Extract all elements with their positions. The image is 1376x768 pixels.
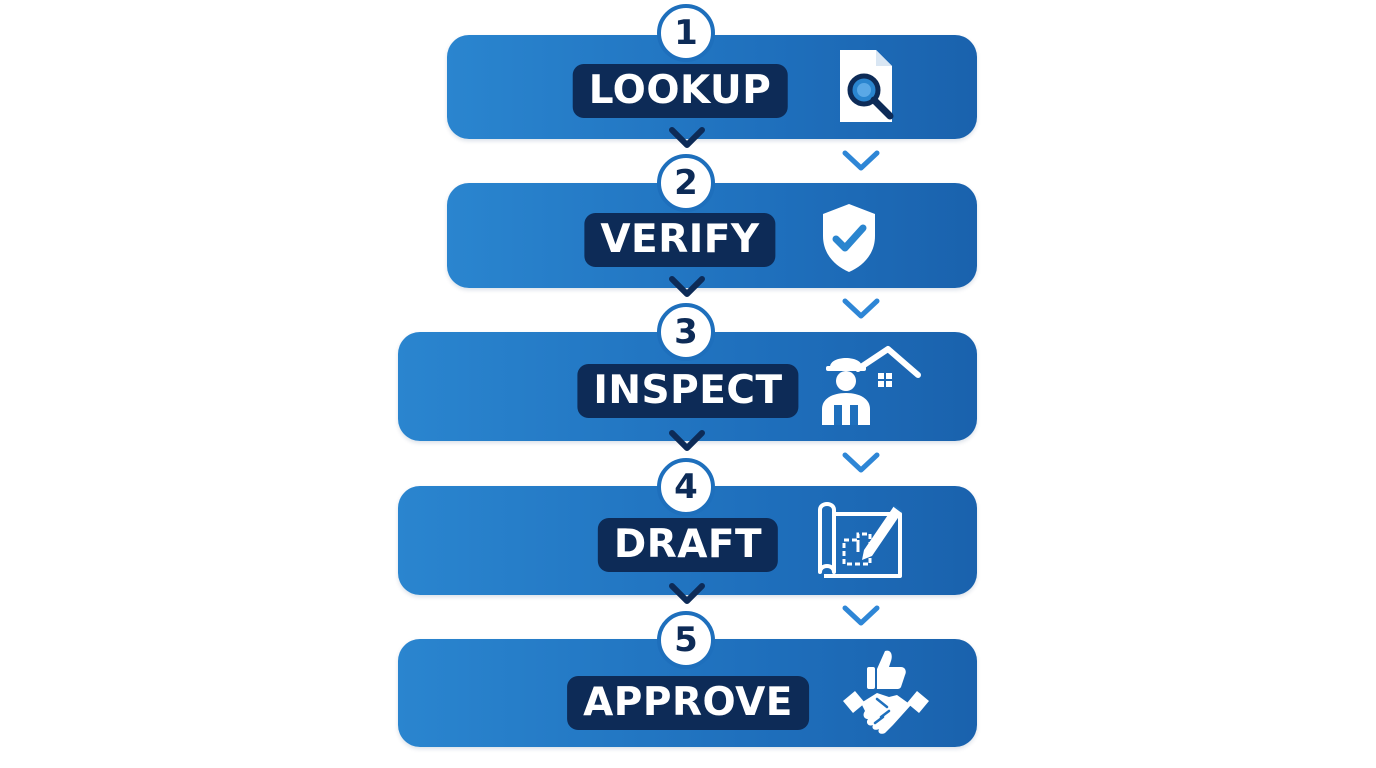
side-chevron-1	[842, 150, 880, 171]
connector-chevron-2	[669, 276, 705, 297]
step-number-1: 1	[657, 4, 715, 62]
step-label-draft: DRAFT	[597, 518, 779, 572]
step-label-approve: APPROVE	[567, 676, 809, 730]
connector-chevron-3	[669, 430, 705, 451]
step-number-5: 5	[657, 611, 715, 669]
side-chevron-2	[842, 298, 880, 319]
blueprint-pencil-icon	[814, 500, 906, 584]
side-chevron-3	[842, 452, 880, 473]
connector-chevron-4	[669, 583, 705, 604]
step-number-2: 2	[657, 154, 715, 212]
thumbs-up-handshake-icon	[841, 645, 931, 741]
step-label-inspect: INSPECT	[577, 364, 799, 418]
shield-check-icon	[817, 200, 881, 280]
inspector-house-icon	[818, 345, 922, 431]
connector-chevron-1	[669, 127, 705, 148]
document-search-icon	[836, 46, 900, 130]
step-label-verify: VERIFY	[584, 213, 776, 267]
step-label-lookup: LOOKUP	[572, 64, 788, 118]
step-number-3: 3	[657, 303, 715, 361]
step-number-4: 4	[657, 458, 715, 516]
side-chevron-4	[842, 605, 880, 626]
